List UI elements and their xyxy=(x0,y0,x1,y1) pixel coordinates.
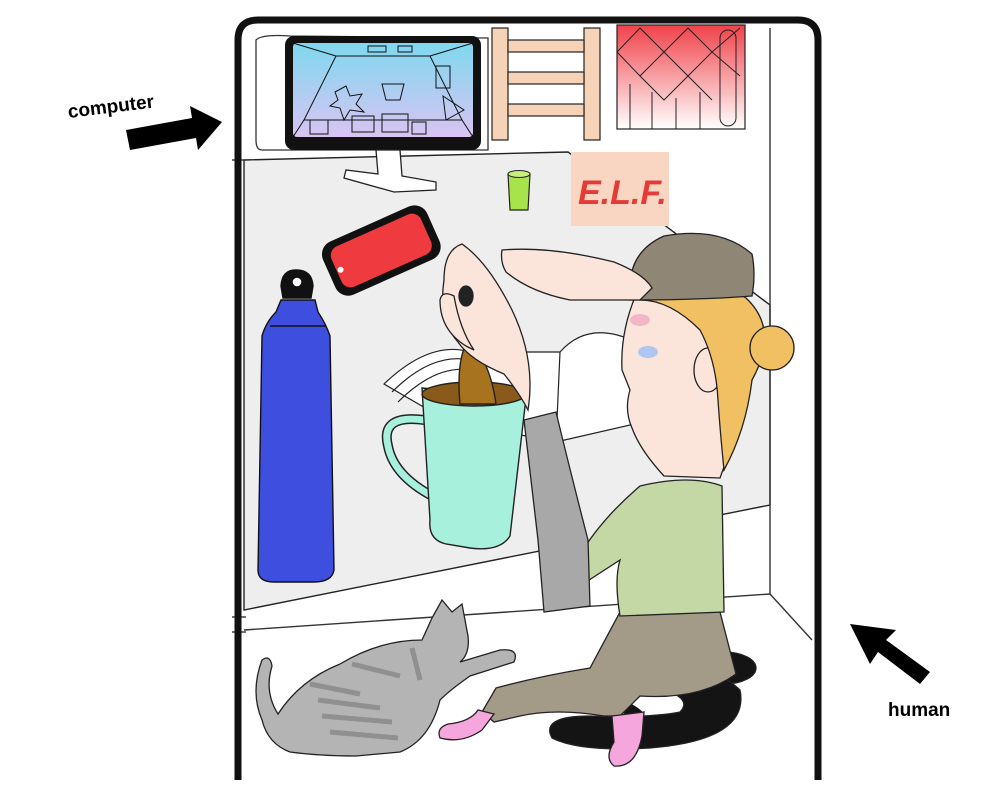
red-window-panel xyxy=(616,24,746,130)
tabby-cat xyxy=(255,598,517,757)
screen-room-drawing xyxy=(292,42,474,138)
hair-bun xyxy=(749,325,795,371)
cheek-blush xyxy=(638,346,658,358)
person-other-hand xyxy=(500,248,653,301)
elf-sign: E.L.F. xyxy=(571,152,669,226)
coffee-mug xyxy=(381,338,527,550)
elf-sign-text: E.L.F. xyxy=(578,174,667,212)
person-sleeve xyxy=(523,411,591,613)
computer-arrow-icon xyxy=(126,106,222,150)
seated-person xyxy=(438,232,795,767)
hand-object xyxy=(458,285,474,307)
person-shirt xyxy=(577,479,725,617)
green-cup xyxy=(507,170,531,211)
bike-helmet xyxy=(629,232,755,301)
computer-monitor xyxy=(285,36,481,193)
right-sock xyxy=(608,711,645,767)
floor-corner xyxy=(769,593,813,641)
red-phone xyxy=(321,205,441,296)
cubicle-frame xyxy=(234,16,822,780)
human-arrow-icon xyxy=(850,624,930,684)
cat-stripes xyxy=(309,647,423,741)
eye-shadow xyxy=(630,314,650,326)
elf-sign-background xyxy=(571,152,669,226)
human-label: human xyxy=(888,700,951,721)
person-forearm xyxy=(439,293,475,351)
monitor-stand xyxy=(343,149,437,193)
blue-water-bottle xyxy=(257,269,335,583)
person-pants xyxy=(481,611,737,723)
ladder xyxy=(491,27,601,141)
person-hand xyxy=(441,243,531,413)
left-sock xyxy=(438,709,496,741)
